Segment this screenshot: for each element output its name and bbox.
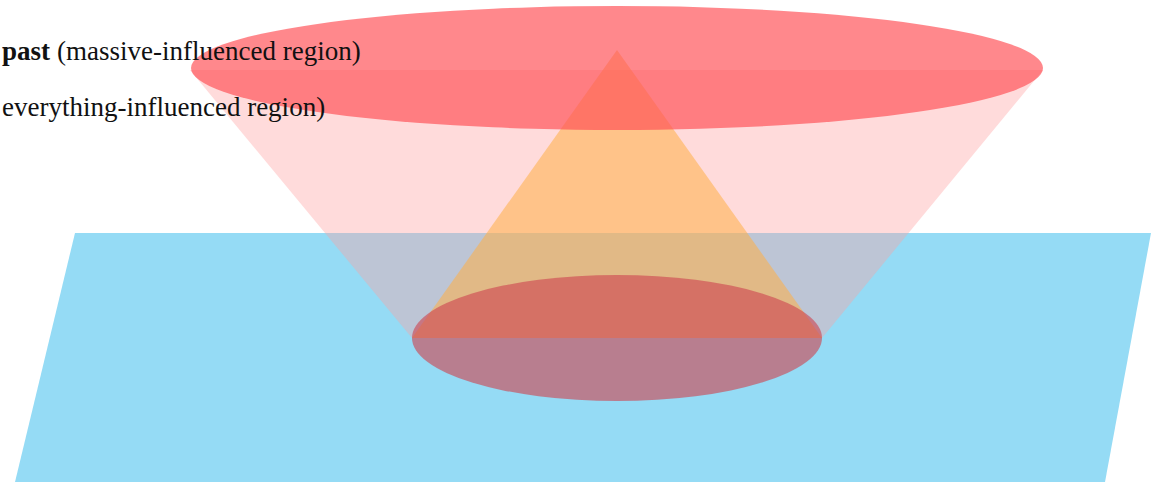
- base-ellipse: [412, 275, 822, 401]
- region-label: everything-influenced region): [2, 94, 325, 121]
- region-label: (massive-influenced region): [57, 38, 361, 65]
- region-label: past: [2, 38, 50, 65]
